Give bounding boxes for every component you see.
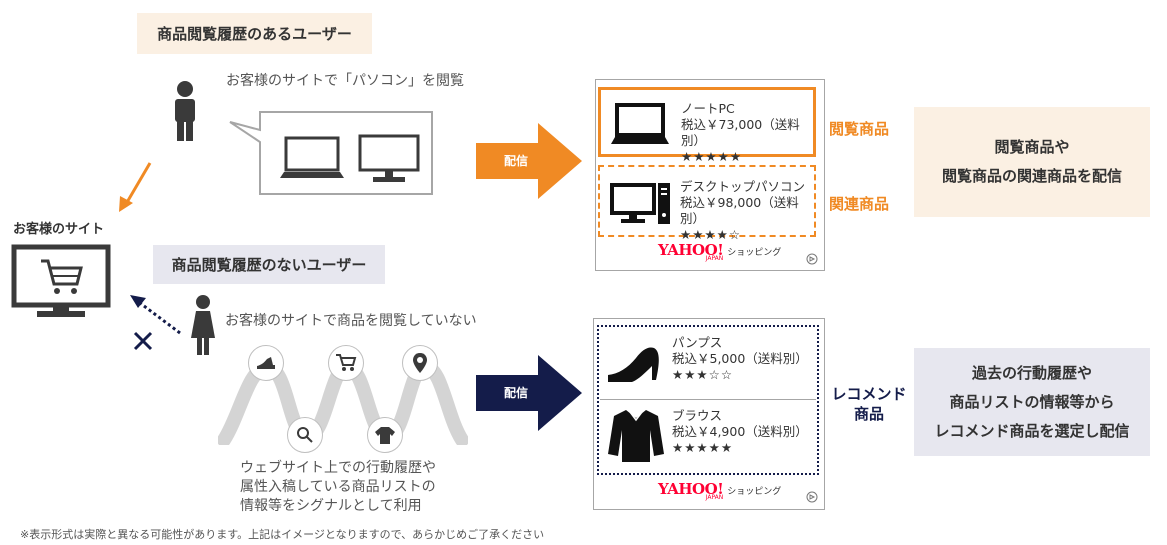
journey-clothes-node (367, 417, 403, 453)
product-name: パンプス (672, 335, 723, 350)
journey-search-node (287, 417, 323, 453)
deliver-label-bottom: 配信 (503, 386, 528, 400)
blouse-icon (608, 410, 664, 462)
journey-cart-node (328, 345, 364, 381)
product-price: 税込￥73,000（送料別） (681, 117, 800, 148)
laptop-icon (280, 136, 344, 178)
person-icon (175, 81, 195, 141)
card-divider (600, 399, 816, 400)
search-icon (297, 427, 313, 443)
deliver-label-top: 配信 (503, 154, 528, 168)
product-card-desktop[interactable]: デスクトップパソコン 税込￥98,000（送料別） ★★★★☆ (598, 165, 816, 242)
pumps-icon (608, 347, 659, 382)
speech-text: お客様のサイトで「パソコン」を閲覧 (226, 73, 464, 89)
segment-label-with-history-text: 商品閲覧履歴のあるユーザー (157, 25, 352, 43)
yahoo-shopping-logo: YAHOO! JAPAN ショッピング (658, 480, 782, 501)
ad-info-icon[interactable] (806, 491, 818, 503)
label-related-product: 関連商品 (829, 195, 890, 213)
product-name: ノートPC (681, 101, 735, 116)
laptop-icon (611, 103, 669, 144)
footnote: ※表示形式は実際と異なる可能性があります。上記はイメージとなりますので、あらかじ… (20, 528, 545, 541)
message-box-top: 閲覧商品や 閲覧商品の関連商品を配信 (914, 107, 1150, 217)
product-card-blouse[interactable]: ブラウス 税込￥4,900（送料別） ★★★★★ (600, 402, 816, 472)
journey-shoe-node (248, 345, 284, 381)
location-pin-icon (413, 353, 427, 373)
product-rating: ★★★★☆ (680, 227, 742, 242)
recommend-group-frame (597, 325, 819, 475)
product-rating: ★★★★★ (681, 149, 743, 164)
site-monitor-cart-icon (11, 244, 111, 317)
cart-icon (336, 354, 357, 371)
product-rating: ★★★★★ (672, 440, 734, 455)
deliver-arrow-navy (476, 355, 582, 431)
no-visit-arrow (130, 295, 181, 335)
visit-arrow (119, 162, 152, 212)
label-viewed-product: 閲覧商品 (829, 120, 890, 138)
signal-text: ウェブサイト上での行動履歴や 属性入稿している商品リストの 情報等をシグナルとし… (240, 460, 436, 514)
journey-location-node (402, 345, 438, 381)
product-card-notebook[interactable]: ノートPC 税込￥73,000（送料別） ★★★★★ (598, 87, 816, 164)
product-name: ブラウス (672, 408, 723, 423)
segment-label-without-history: 商品閲覧履歴のないユーザー (153, 245, 385, 284)
product-price: 税込￥98,000（送料別） (680, 195, 799, 226)
product-card-pumps[interactable]: パンプス 税込￥5,000（送料別） ★★★☆☆ (600, 330, 816, 396)
person-female-icon (191, 295, 215, 355)
product-rating: ★★★☆☆ (672, 367, 734, 382)
site-label: お客様のサイト (13, 222, 105, 237)
message-box-bottom: 過去の行動履歴や 商品リストの情報等から レコメンド商品を選定し配信 (914, 348, 1150, 456)
no-browse-text: お客様のサイトで商品を閲覧していない (225, 313, 477, 329)
monitor-icon (358, 134, 420, 182)
yahoo-shopping-logo: YAHOO! JAPAN ショッピング (658, 241, 782, 262)
desktop-pc-icon (610, 183, 670, 224)
label-recommend-product: レコメンド 商品 (831, 385, 907, 423)
sweater-icon (375, 427, 395, 444)
product-price: 税込￥5,000（送料別） (672, 351, 808, 366)
cross-icon (133, 331, 153, 351)
shoe-icon (257, 357, 275, 369)
deliver-arrow-orange (476, 123, 582, 199)
ad-info-icon[interactable] (806, 253, 818, 265)
product-name: デスクトップパソコン (680, 179, 806, 194)
product-price: 税込￥4,900（送料別） (672, 424, 808, 439)
segment-label-with-history: 商品閲覧履歴のあるユーザー (137, 13, 372, 54)
